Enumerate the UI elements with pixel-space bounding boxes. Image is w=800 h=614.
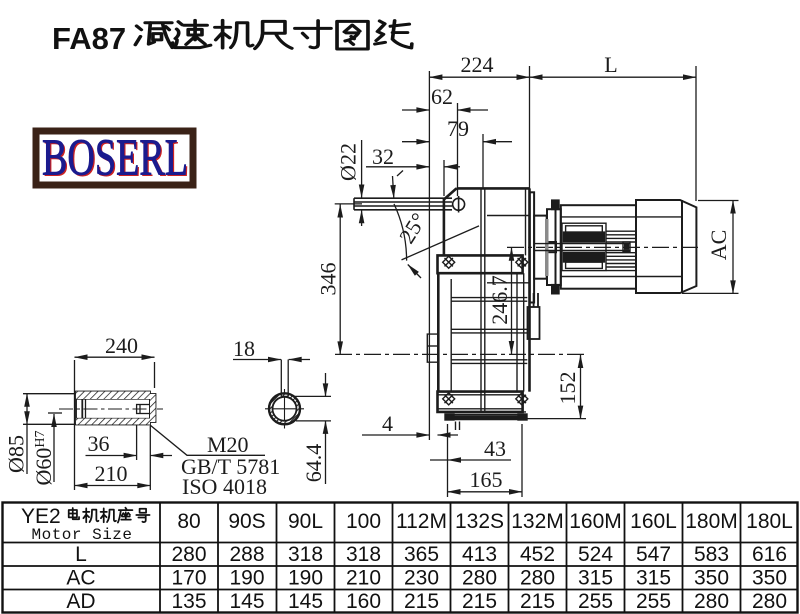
svg-text:315: 315 xyxy=(636,567,671,590)
svg-text:180L: 180L xyxy=(746,510,793,533)
svg-text:145: 145 xyxy=(288,590,323,613)
svg-text:547: 547 xyxy=(636,543,671,566)
svg-text:240: 240 xyxy=(105,333,138,358)
svg-text:L: L xyxy=(604,52,617,77)
svg-text:ISO 4018: ISO 4018 xyxy=(182,474,267,499)
svg-text:L: L xyxy=(75,543,87,566)
svg-text:AC: AC xyxy=(66,567,95,590)
svg-text:180M: 180M xyxy=(685,510,738,533)
svg-text:280: 280 xyxy=(694,590,729,613)
svg-text:AC: AC xyxy=(706,230,731,261)
svg-text:315: 315 xyxy=(578,567,613,590)
svg-text:135: 135 xyxy=(171,590,206,613)
svg-text:160: 160 xyxy=(346,590,381,613)
svg-text:Ø85: Ø85 xyxy=(4,435,29,473)
svg-text:160M: 160M xyxy=(569,510,622,533)
svg-text:YE2: YE2 xyxy=(21,505,61,528)
svg-text:413: 413 xyxy=(462,543,497,566)
svg-text:90S: 90S xyxy=(228,510,265,533)
svg-text:230: 230 xyxy=(404,567,439,590)
svg-text:62: 62 xyxy=(431,84,453,109)
svg-text:224: 224 xyxy=(461,52,494,77)
svg-text:160L: 160L xyxy=(630,510,677,533)
svg-text:FA87: FA87 xyxy=(52,21,126,56)
svg-text:350: 350 xyxy=(694,567,729,590)
svg-text:190: 190 xyxy=(288,567,323,590)
svg-text:152: 152 xyxy=(555,372,580,405)
svg-text:215: 215 xyxy=(520,590,555,613)
svg-text:112M: 112M xyxy=(396,510,447,533)
svg-text:246.7: 246.7 xyxy=(487,275,512,325)
svg-text:90L: 90L xyxy=(288,510,323,533)
svg-text:64.4: 64.4 xyxy=(301,444,326,483)
svg-text:280: 280 xyxy=(462,567,497,590)
svg-text:346: 346 xyxy=(316,263,341,296)
svg-text:616: 616 xyxy=(752,543,787,566)
svg-text:4: 4 xyxy=(382,411,393,436)
svg-text:Ø60H7: Ø60H7 xyxy=(31,430,56,485)
svg-text:215: 215 xyxy=(404,590,439,613)
svg-text:255: 255 xyxy=(636,590,671,613)
svg-text:280: 280 xyxy=(171,543,206,566)
svg-text:318: 318 xyxy=(346,543,381,566)
svg-text:365: 365 xyxy=(404,543,439,566)
svg-text:GB/T 5781: GB/T 5781 xyxy=(181,454,280,479)
svg-text:18: 18 xyxy=(233,336,255,361)
svg-text:210: 210 xyxy=(346,567,381,590)
svg-text:80: 80 xyxy=(177,510,200,533)
svg-text:AD: AD xyxy=(66,590,95,613)
svg-text:25°: 25° xyxy=(394,208,432,247)
svg-text:Motor Size: Motor Size xyxy=(31,526,132,544)
svg-text:170: 170 xyxy=(171,567,206,590)
svg-text:36: 36 xyxy=(88,431,110,456)
svg-text:215: 215 xyxy=(462,590,497,613)
svg-text:318: 318 xyxy=(288,543,323,566)
svg-text:132M: 132M xyxy=(511,510,564,533)
svg-text:190: 190 xyxy=(229,567,264,590)
svg-text:32: 32 xyxy=(372,144,394,169)
svg-text:Ø22: Ø22 xyxy=(336,143,361,181)
svg-text:524: 524 xyxy=(578,543,613,566)
svg-text:43: 43 xyxy=(484,436,506,461)
svg-text:BOSERL: BOSERL xyxy=(44,131,190,188)
svg-text:280: 280 xyxy=(520,567,555,590)
svg-text:288: 288 xyxy=(229,543,264,566)
svg-text:145: 145 xyxy=(229,590,264,613)
svg-text:BOSERL: BOSERL xyxy=(42,130,188,187)
svg-text:210: 210 xyxy=(95,461,128,486)
svg-text:280: 280 xyxy=(752,590,787,613)
svg-text:350: 350 xyxy=(752,567,787,590)
svg-text:583: 583 xyxy=(694,543,729,566)
svg-text:452: 452 xyxy=(520,543,555,566)
svg-text:100: 100 xyxy=(346,510,381,533)
svg-text:255: 255 xyxy=(578,590,613,613)
svg-text:79: 79 xyxy=(447,116,469,141)
svg-text:165: 165 xyxy=(470,467,503,492)
svg-text:132S: 132S xyxy=(455,510,504,533)
svg-text:M20: M20 xyxy=(207,432,249,457)
